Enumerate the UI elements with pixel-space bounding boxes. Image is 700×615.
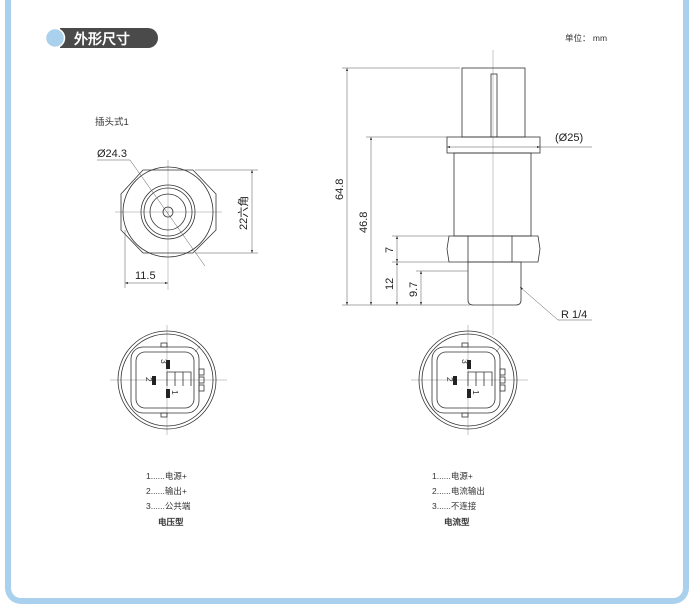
thread-total-dimension: 12: [384, 278, 396, 290]
flange-diameter-dimension: (Ø25): [555, 132, 583, 144]
unit-label: 单位： mm: [565, 33, 607, 43]
page-frame: [5, 0, 689, 604]
voltage-connector-view: 3 2 1: [110, 325, 227, 435]
list-item: 2......电流输出: [432, 486, 485, 496]
pin-2-label: 2: [445, 377, 455, 382]
half-width-dimension: 11.5: [135, 270, 156, 282]
list-item: 2......输出+: [146, 486, 187, 496]
pin-2-label: 2: [144, 377, 154, 382]
list-item: 3......公共端: [146, 501, 191, 511]
plug-view-label: 插头式1: [95, 116, 129, 128]
pin-3-label: 3: [460, 359, 470, 364]
pin-1-label: 1: [471, 390, 481, 395]
list-item: 1......电源+: [146, 471, 187, 481]
current-pin-legend: 1......电源+ 2......电流输出 3......不连接 电流型: [432, 471, 485, 527]
voltage-pin-legend: 1......电源+ 2......输出+ 3......公共端 电压型: [146, 471, 191, 527]
plug-top-view: 插头式1 Ø24.3 22六角 11.5: [95, 116, 258, 290]
thread-length-dimension: 9.7: [408, 282, 420, 297]
hex-dimension: 22六角: [237, 196, 250, 230]
section-title: 外形尺寸: [74, 31, 130, 47]
section-header: 外形尺寸: [44, 27, 158, 49]
current-connector-view: 3 2 1: [411, 325, 528, 435]
thread-spec: R 1/4: [561, 309, 587, 321]
diameter-dimension: Ø24.3: [97, 148, 127, 160]
total-height-dimension: 64.8: [334, 179, 346, 200]
current-type-title: 电流型: [444, 517, 470, 527]
list-item: 3......不连接: [432, 501, 477, 511]
body-height-dimension: 46.8: [358, 212, 370, 233]
list-item: 1......电源+: [432, 471, 473, 481]
sensor-side-view: 64.8 46.8 7 12 9.7 (Ø25) R 1/4: [334, 50, 592, 335]
pin-1-label: 1: [170, 390, 180, 395]
voltage-type-title: 电压型: [158, 517, 184, 527]
hex-height-dimension: 7: [384, 247, 396, 253]
pin-3-label: 3: [159, 359, 169, 364]
